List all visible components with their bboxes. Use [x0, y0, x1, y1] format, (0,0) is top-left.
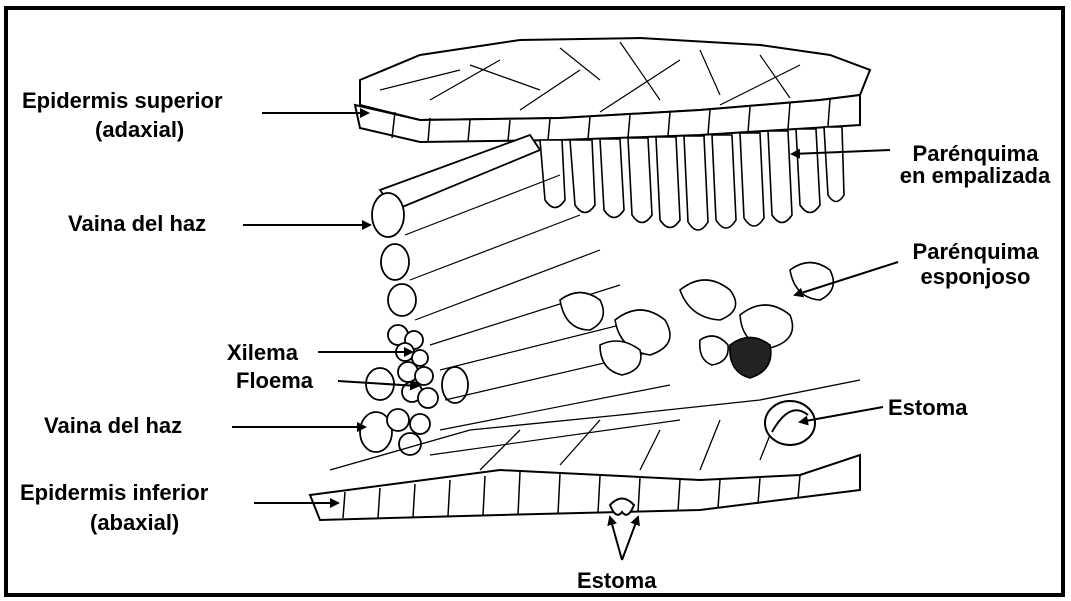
- label-estoma-right: Estoma: [888, 395, 967, 421]
- label-epidermis-inferior-sub: (abaxial): [90, 510, 179, 536]
- stoma-right-figure: [765, 401, 815, 445]
- label-xilema: Xilema: [227, 340, 298, 366]
- label-vaina-haz-bottom: Vaina del haz: [44, 413, 182, 439]
- label-parenquima-esponjoso-1: Parénquima: [903, 239, 1048, 265]
- label-vaina-haz-top: Vaina del haz: [68, 211, 206, 237]
- label-epidermis-superior: Epidermis superior: [22, 88, 223, 114]
- palisade-parenchyma: [540, 127, 844, 230]
- stoma-bottom-figure: [610, 499, 634, 515]
- label-epidermis-inferior: Epidermis inferior: [20, 480, 208, 506]
- label-floema: Floema: [236, 368, 313, 394]
- label-parenquima-esponjoso-2: esponjoso: [903, 264, 1048, 290]
- label-parenquima-empalizada-2: en empalizada: [885, 163, 1065, 189]
- spongy-parenchyma: [560, 263, 833, 379]
- lower-epidermis: [310, 455, 860, 520]
- label-estoma-bottom: Estoma: [577, 568, 656, 594]
- label-epidermis-superior-sub: (adaxial): [95, 117, 184, 143]
